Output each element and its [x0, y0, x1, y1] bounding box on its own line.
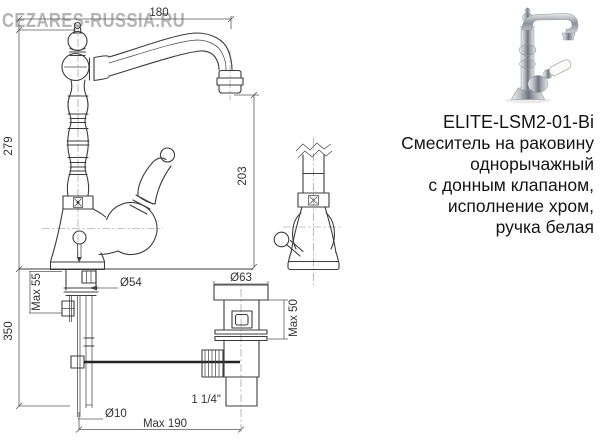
dim-thread: 1 1/4" — [191, 394, 221, 406]
dim-max-55: Max 55 — [31, 273, 43, 311]
dim-180: 180 — [149, 7, 168, 19]
faucet-front-view — [42, 21, 244, 271]
watermark-text: CEZARES-RUSSIA.RU — [2, 10, 186, 32]
dim-279: 279 — [3, 136, 15, 155]
product-photo — [505, 7, 579, 104]
dim-350: 350 — [3, 321, 15, 340]
dim-max-50: Max 50 — [288, 299, 300, 337]
dim-203: 203 — [237, 166, 249, 185]
faucet-side-view — [273, 138, 341, 288]
dim-max-190: Max 190 — [143, 418, 187, 430]
product-info: ELITE-LSM2-01-Bi Смеситель на раковину о… — [354, 112, 594, 238]
product-desc-line: исполнение хром, — [447, 196, 594, 216]
dimension-lines — [15, 15, 288, 433]
product-desc-line: однорычажный — [470, 154, 594, 174]
product-model: ELITE-LSM2-01-Bi — [442, 112, 594, 132]
product-desc-line: с донным клапаном, — [428, 175, 594, 195]
dimension-labels: 180 279 350 Max 55 203 Ø54 Ø63 Max 50 Ø1… — [3, 7, 300, 430]
dim-d54: Ø54 — [120, 277, 142, 289]
drain-valve — [201, 274, 269, 432]
dim-d10: Ø10 — [105, 408, 127, 420]
product-desc-line: Смеситель на раковину — [401, 133, 594, 153]
faucet-mounting-parts — [61, 268, 240, 417]
product-desc-line: ручка белая — [495, 217, 594, 237]
